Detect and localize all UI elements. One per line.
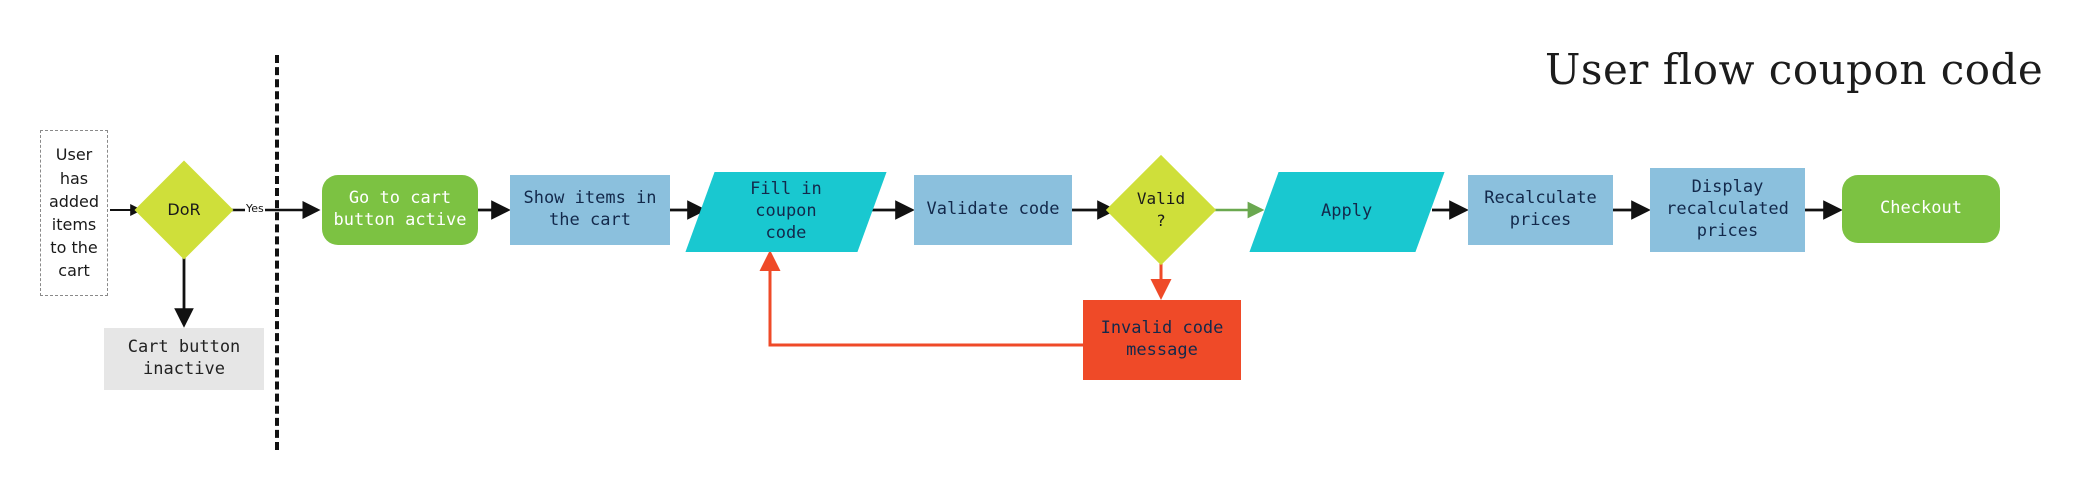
node-checkout-label: Checkout [1880, 198, 1962, 219]
node-show-items-label: Show items in the cart [523, 188, 657, 230]
node-recalculate-prices[interactable]: Recalculate prices [1468, 175, 1613, 245]
node-fill-coupon-code-label: Fill in coupon code [750, 179, 822, 243]
edge-label-yes: Yes [245, 202, 265, 215]
node-go-to-cart-label: Go to cart button active [333, 188, 467, 230]
node-fill-coupon-code[interactable]: Fill in coupon code [685, 172, 887, 252]
node-display-recalculated-prices[interactable]: Display recalculated prices [1650, 168, 1805, 252]
node-recalculate-prices-label: Recalculate prices [1484, 188, 1597, 230]
node-apply[interactable]: Apply [1249, 172, 1445, 252]
node-valid-decision-label: Valid ? [1136, 189, 1186, 230]
node-display-recalculated-prices-label: Display recalculated prices [1666, 177, 1789, 241]
node-invalid-code-message-label: Invalid code message [1100, 318, 1224, 360]
node-checkout[interactable]: Checkout [1842, 175, 2000, 243]
swimlane-divider [275, 55, 279, 450]
precondition-box: User has added items to the cart [40, 130, 108, 296]
node-cart-button-inactive[interactable]: Cart button inactive [104, 328, 264, 390]
node-dor[interactable]: DoR [134, 160, 234, 260]
node-go-to-cart[interactable]: Go to cart button active [322, 175, 478, 245]
node-valid-decision[interactable]: Valid ? [1105, 154, 1217, 266]
node-invalid-code-message[interactable]: Invalid code message [1083, 300, 1241, 380]
node-validate-code-label: Validate code [926, 199, 1060, 220]
page-title: User flow coupon code [1545, 45, 2044, 94]
node-dor-label: DoR [167, 200, 201, 220]
edge-invalid-message-to-fill-coupon [759, 250, 1083, 347]
node-cart-button-inactive-label: Cart button inactive [127, 337, 241, 379]
node-apply-label: Apply [1321, 201, 1373, 222]
node-validate-code[interactable]: Validate code [914, 175, 1072, 245]
node-show-items[interactable]: Show items in the cart [510, 175, 670, 245]
